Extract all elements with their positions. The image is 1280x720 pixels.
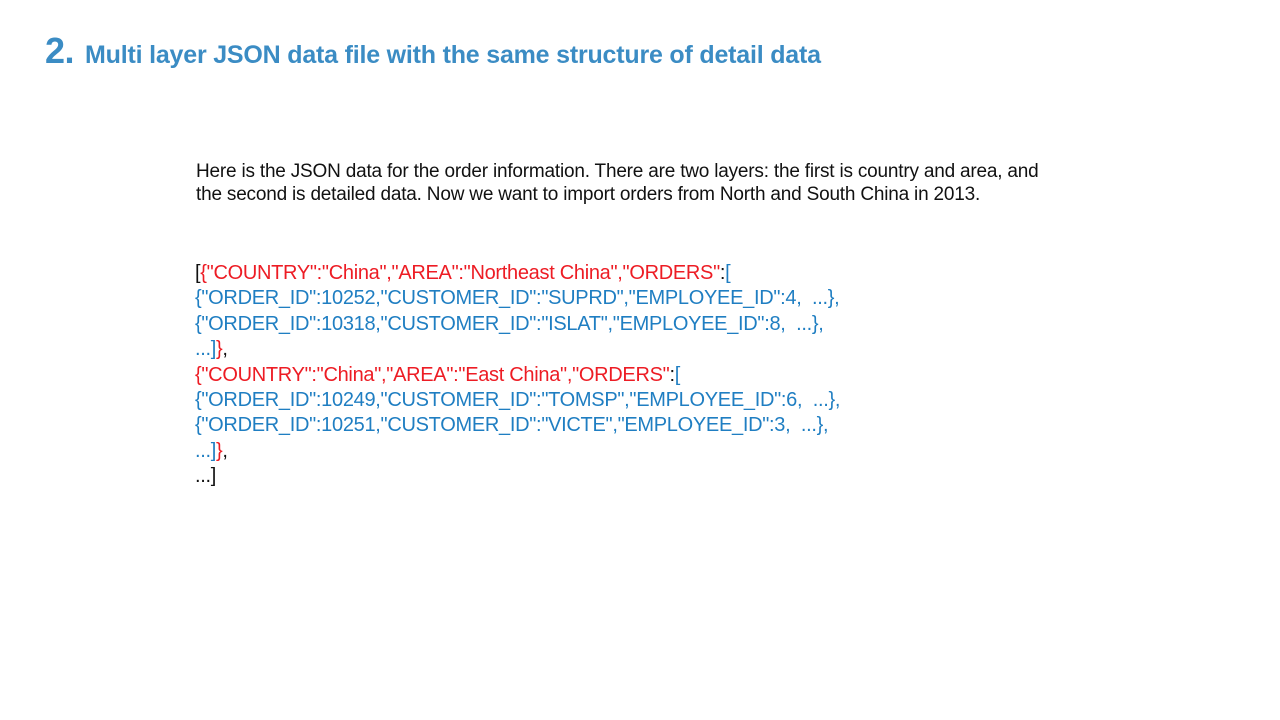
json-code-segment: ...] (195, 439, 217, 462)
json-code-line: {"ORDER_ID":10252,"CUSTOMER_ID":"SUPRD",… (195, 286, 840, 311)
json-code-segment: {"COUNTRY":"China","AREA":"East China","… (195, 363, 670, 386)
json-code-segment: {"ORDER_ID":10249,"CUSTOMER_ID":"TOMSP",… (195, 389, 841, 412)
json-code-line: [{"COUNTRY":"China","AREA":"Northeast Ch… (195, 261, 840, 286)
json-code-line: ...] (195, 464, 840, 489)
json-code-segment: {"COUNTRY":"China","AREA":"Northeast Chi… (200, 262, 720, 284)
slide-heading-title: Multi layer JSON data file with the same… (85, 41, 821, 69)
json-code-segment: } (216, 439, 223, 462)
json-code-segment: : (719, 262, 726, 284)
json-code-segment: : (669, 363, 675, 386)
json-code-segment: , (222, 338, 228, 361)
json-code-line: {"COUNTRY":"China","AREA":"East China","… (195, 363, 840, 388)
json-code-segment: {"ORDER_ID":10251,"CUSTOMER_ID":"VICTE",… (195, 414, 829, 437)
json-code-segment: [ (674, 363, 681, 386)
json-code-segment: [ (725, 262, 731, 284)
slide-heading-number: 2. (45, 30, 75, 71)
json-code-segment: ...] (195, 465, 217, 488)
description-text: Here is the JSON data for the order info… (196, 161, 1039, 205)
json-code-block: [{"COUNTRY":"China","AREA":"Northeast Ch… (195, 261, 840, 490)
json-code-segment: {"ORDER_ID":10318,"CUSTOMER_ID":"ISLAT",… (195, 312, 824, 335)
json-code-line: ...]}, (195, 337, 840, 362)
json-code-segment: } (216, 338, 223, 361)
json-code-segment: ...] (195, 338, 217, 361)
json-code-segment: , (222, 439, 228, 462)
json-code-line: {"ORDER_ID":10249,"CUSTOMER_ID":"TOMSP",… (195, 388, 840, 413)
slide-heading: 2. Multi layer JSON data file with the s… (45, 30, 821, 72)
json-code-line: ...]}, (195, 439, 840, 464)
json-code-segment: {"ORDER_ID":10252,"CUSTOMER_ID":"SUPRD",… (195, 287, 840, 310)
json-code-segment: [ (195, 262, 201, 284)
json-code-line: {"ORDER_ID":10251,"CUSTOMER_ID":"VICTE",… (195, 413, 840, 438)
json-code-line: {"ORDER_ID":10318,"CUSTOMER_ID":"ISLAT",… (195, 312, 840, 337)
